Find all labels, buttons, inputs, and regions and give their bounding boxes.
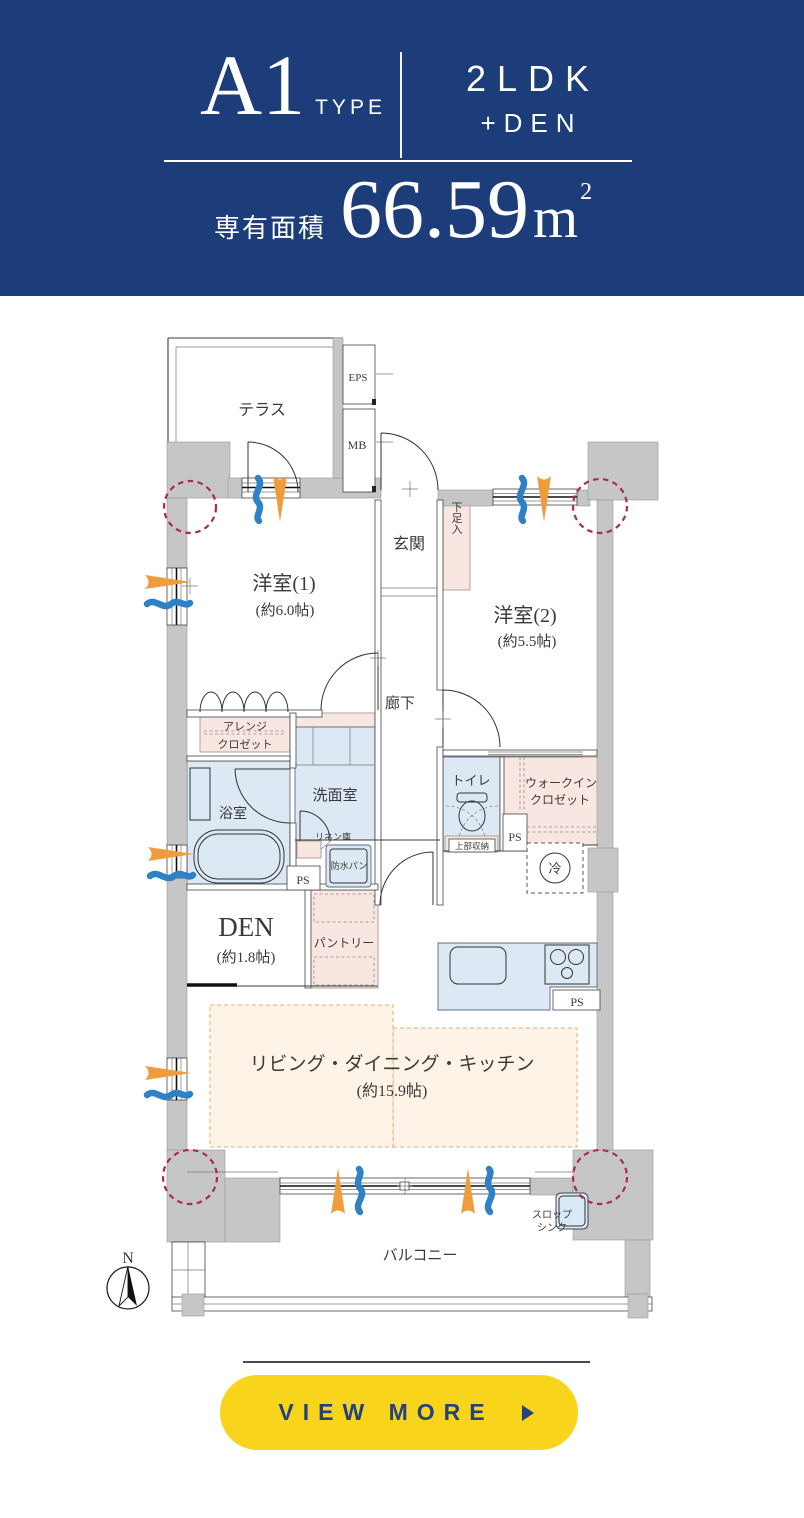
bathtub <box>189 767 285 884</box>
header-horizontal-rule <box>164 160 632 162</box>
label-balcony: バルコニー <box>383 1248 458 1264</box>
room-fills <box>186 504 599 989</box>
label-den-size: (約1.8帖) <box>217 949 276 966</box>
header-vertical-divider <box>400 52 402 158</box>
label-toilet: トイレ <box>451 773 490 788</box>
label-ps-bath: PS <box>296 873 309 887</box>
pipe-shaft <box>342 344 393 493</box>
area-superscript: 2 <box>580 179 593 205</box>
plan-layout-main: 2LDK <box>465 58 601 99</box>
balcony-structures <box>171 1241 653 1319</box>
label-entrance: 玄関 <box>393 535 425 553</box>
kitchen-counter <box>437 942 598 1011</box>
label-slop-b: シンク <box>537 1222 567 1234</box>
label-linen: リネン庫 <box>315 831 351 842</box>
arrow-right-icon <box>521 1404 534 1421</box>
label-ps-kitchen: PS <box>570 995 583 1009</box>
label-hallway: 廊下 <box>385 695 415 712</box>
label-western1: 洋室(1) <box>252 572 315 595</box>
label-wic-a: ウォークイン <box>525 776 597 790</box>
label-ps-toilet: PS <box>508 830 521 844</box>
label-closet-a: アレンジ <box>223 721 267 733</box>
label-fridge: 冷 <box>548 861 561 876</box>
vanity-counter <box>295 727 375 766</box>
plan-bottom-divider <box>243 1361 590 1363</box>
label-western2-size: (約5.5帖) <box>498 633 557 650</box>
label-slop-a: スロップ <box>532 1209 572 1221</box>
label-pantry: パントリー <box>314 936 375 950</box>
label-wic-b: クロゼット <box>530 793 590 807</box>
plan-header-banner: A1 TYPE 2LDK +DEN 専有面積 66.59 m 2 <box>0 0 804 296</box>
label-terrace: テラス <box>238 402 286 419</box>
plan-layout-sub: +DEN <box>480 108 583 138</box>
terrace-outline <box>167 337 343 442</box>
waterproof-pan-box <box>325 844 372 888</box>
label-ldk: リビング・ダイニング・キッチン <box>249 1053 534 1075</box>
north-label: N <box>122 1250 134 1267</box>
label-closet-b: クロゼット <box>218 738 273 751</box>
toilet-fixture <box>445 792 499 853</box>
label-washroom: 洗面室 <box>312 787 357 804</box>
label-ldk-size: (約15.9帖) <box>357 1082 428 1100</box>
label-waterproof-pan: 防水パン <box>331 860 367 871</box>
plan-type: A1 TYPE <box>200 42 386 128</box>
label-western2: 洋室(2) <box>493 604 556 627</box>
area-unit: m <box>533 185 579 250</box>
area-label: 専有面積 <box>214 214 327 243</box>
label-eps: EPS <box>349 372 368 384</box>
plan-type-name: A1 <box>200 37 306 133</box>
view-more-label: VIEW MORE <box>278 1399 494 1425</box>
walls <box>166 337 659 1309</box>
label-mb: MB <box>348 438 367 452</box>
floor-plan: N テラス EPS MB 玄関 下足入 洋室(1) (約6.0帖) 洋室(2) … <box>106 337 659 1319</box>
label-bathroom: 浴室 <box>219 805 247 822</box>
doors <box>199 432 501 906</box>
plan-type-suffix: TYPE <box>315 96 386 119</box>
pillar-circles <box>161 477 629 1206</box>
label-upper-storage: 上部収納 <box>455 841 489 851</box>
label-den: DEN <box>218 912 274 942</box>
exclusive-area: 専有面積 66.59 m 2 <box>214 163 593 256</box>
ldk-area <box>209 1004 578 1148</box>
closet-divider-line <box>204 730 286 735</box>
pantry-detail <box>313 893 375 986</box>
dimension-ticks <box>182 481 451 1194</box>
area-value: 66.59 <box>340 163 530 256</box>
slop-sink-box <box>555 1192 589 1230</box>
view-more-button[interactable]: VIEW MORE <box>220 1375 578 1450</box>
ps-boxes <box>286 813 601 1011</box>
label-western1-size: (約6.0帖) <box>256 602 315 619</box>
label-shoe-box: 下足入 <box>450 502 463 535</box>
room-labels: テラス EPS MB 玄関 下足入 洋室(1) (約6.0帖) 洋室(2) (約… <box>217 372 597 1264</box>
fridge-space <box>526 842 584 894</box>
walk-in-closet-detail <box>519 757 597 833</box>
plan-layout: 2LDK +DEN <box>425 58 630 139</box>
north-compass: N <box>106 1250 150 1310</box>
